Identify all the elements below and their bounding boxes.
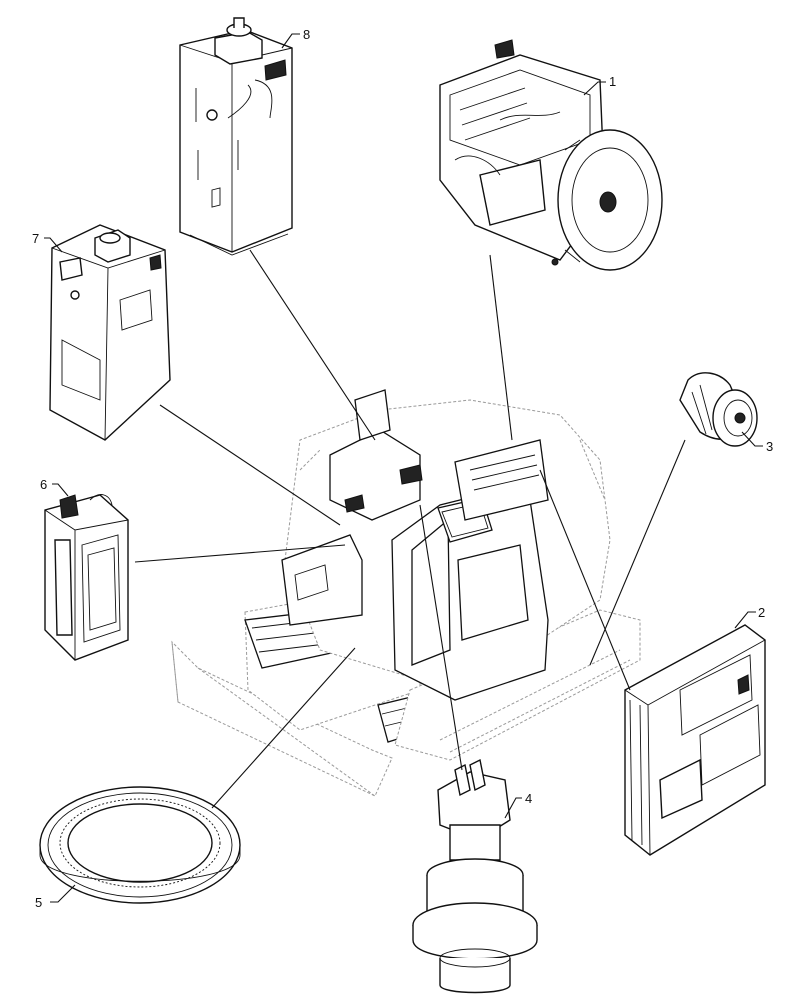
fuel-tank-part[interactable] — [49, 224, 171, 441]
callout-8: 8 — [281, 27, 310, 49]
battery-pack-part[interactable] — [44, 494, 129, 661]
operator-cab — [391, 489, 549, 701]
leader-lines — [134, 249, 686, 809]
svg-text:1: 1 — [609, 74, 616, 89]
engine-compartment — [281, 389, 549, 626]
callout-7: 7 — [32, 231, 63, 253]
callout-3: 3 — [741, 431, 773, 454]
callout-2: 2 — [734, 605, 765, 629]
svg-text:3: 3 — [766, 439, 773, 454]
swing-motor-part[interactable] — [412, 758, 538, 994]
radiator-cooler-part[interactable] — [624, 624, 766, 856]
hydraulic-tank-part[interactable] — [179, 17, 293, 256]
travel-motor-part[interactable] — [679, 372, 758, 447]
engine-part[interactable] — [439, 39, 663, 271]
excavator-body — [171, 389, 641, 797]
svg-text:4: 4 — [525, 791, 532, 806]
svg-text:5: 5 — [35, 895, 42, 910]
callout-1: 1 — [583, 74, 616, 96]
svg-text:6: 6 — [40, 477, 47, 492]
slewing-ring-part[interactable] — [39, 786, 241, 904]
callouts: 1 2 3 4 5 6 7 8 — [32, 27, 773, 910]
svg-text:2: 2 — [758, 605, 765, 620]
svg-text:7: 7 — [32, 231, 39, 246]
callout-4: 4 — [504, 791, 532, 819]
callout-5: 5 — [35, 884, 76, 910]
svg-text:8: 8 — [303, 27, 310, 42]
callout-6: 6 — [40, 477, 69, 497]
